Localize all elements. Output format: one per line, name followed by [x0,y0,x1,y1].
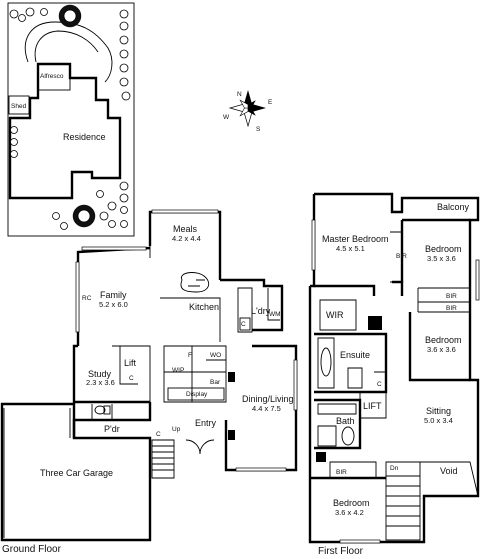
garden-path [24,21,113,83]
master-bedroom-label: Master Bedroom [322,234,389,244]
alfresco-label: Alfresco [40,73,64,80]
ground-floor-caption: Ground Floor [2,544,62,555]
residence-outline [8,62,122,200]
cupboard-label: C [129,375,134,382]
column [316,452,326,462]
laundry-walls [220,278,284,332]
compass-e: E [268,99,273,106]
lift-label: LIFT [363,401,382,411]
dining-walls [224,344,298,472]
cupboard-label: C [241,321,246,328]
compass-rose: N S E W [223,90,273,133]
wip-label: WIP [172,367,184,374]
column [228,372,235,382]
ensuite-label: Ensuite [340,350,370,360]
entry-label: Entry [195,418,217,428]
sitting-label: Sitting [426,406,451,416]
family-label: Family [100,290,127,300]
cupboard-label: C [377,381,382,388]
kitchen-island [180,272,210,293]
bir-label: BIR [336,469,347,476]
bedroom-3-label: Bedroom [425,335,462,345]
stairs-ground [151,439,175,479]
stairs-first [385,461,421,541]
bedroom-4-label: Bedroom [333,498,370,508]
bedroom-2-label: Bedroom [425,244,462,254]
sitting-dim: 5.0 x 3.4 [424,416,453,425]
lift-label: Lift [124,358,137,368]
wall-oven-label: WO [210,352,221,359]
study-label: Study [88,369,112,379]
shrubs [9,7,131,230]
garage-label: Three Car Garage [40,468,113,478]
bir-label: BIR [446,293,457,300]
bedroom-2-dim: 3.5 x 3.6 [427,254,456,263]
shed [8,95,30,115]
cupboard-label: C [156,431,161,438]
kitchen-label: Kitchen [189,302,219,312]
alfresco [37,63,71,91]
first-floor-plan: Balcony Master Bedroom 4.5 x 5.1 BIR Bed… [308,192,480,557]
site-boundary [7,2,135,237]
bir-label: BIR [446,305,457,312]
meals-dim: 4.2 x 4.4 [172,234,201,243]
study-walls [72,344,150,404]
bar-label: Bar [210,379,221,386]
family-dim: 5.2 x 6.0 [99,300,128,309]
rc-label: RC [82,295,92,302]
compass-s: S [256,126,261,133]
laundry-label: L'dry [251,306,271,316]
compass-n: N [237,91,242,98]
dining-dim: 4.4 x 7.5 [252,404,281,413]
bath-label: Bath [336,416,355,426]
master-bedroom-dim: 4.5 x 5.1 [336,244,365,253]
column [368,316,382,330]
powder-label: P'dr [104,424,120,434]
first-floor-caption: First Floor [318,546,364,557]
study-dim: 2.3 x 3.6 [86,378,115,387]
void-label: Void [440,466,458,476]
tree-canopy [77,209,91,223]
dining-label: Dining/Living [242,394,294,404]
column [228,430,235,440]
garage-walls [0,402,152,542]
wm-label: WM [269,311,281,318]
wir-label: WIR [326,310,344,320]
tree-canopy [63,9,77,23]
compass-w: W [223,114,230,121]
fridge-label: F [188,352,192,359]
site-plan: Shed Alfresco Residence [7,2,135,237]
up-label: Up [172,426,181,433]
down-label: Dn [390,465,399,472]
meals-label: Meals [173,224,198,234]
bir-label: BIR [396,253,407,260]
balcony-label: Balcony [437,202,470,212]
bedroom-3-dim: 3.6 x 3.6 [427,345,456,354]
garden-path-inner [34,30,99,63]
compass-icon [228,90,266,128]
bedroom-4-dim: 3.6 x 4.2 [335,508,364,517]
display-label: Display [186,391,208,398]
ground-floor-plan: Meals 4.2 x 4.4 Kitchen Family 5.2 x 6.0… [0,209,298,555]
meals-walls [148,210,222,280]
residence-label: Residence [63,132,106,142]
shed-label: Shed [11,103,27,110]
